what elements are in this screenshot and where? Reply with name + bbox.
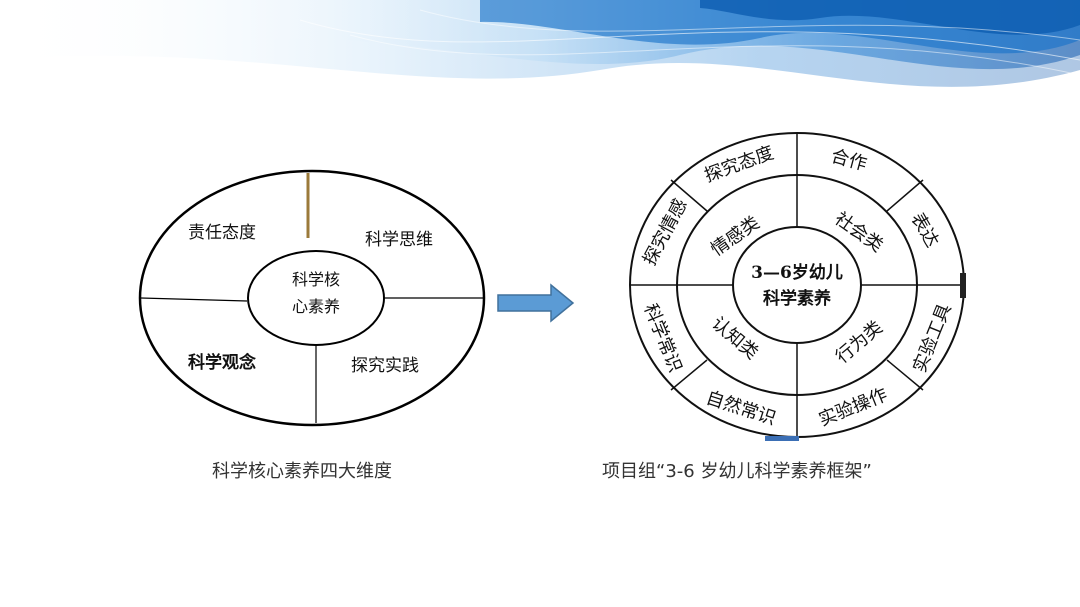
framework-diagram: 3—6岁幼儿 科学素养 情感类 社会类 认知类 行为类 探究态度 合作 表达 实… <box>629 132 966 441</box>
framework-center-line2: 科学素养 <box>763 288 832 309</box>
header-wave-decoration <box>0 0 1080 87</box>
outer-divider-8 <box>886 359 924 391</box>
center-ellipse <box>247 250 385 346</box>
quadrant-label-thinking: 科学思维 <box>365 230 433 250</box>
edge-mark-bottom <box>765 436 799 441</box>
outer-divider-7 <box>670 359 708 391</box>
center-label-line2: 心素养 <box>292 297 340 316</box>
core-literacy-diagram: 科学核 心素养 责任态度 科学思维 科学观念 探究实践 <box>138 169 486 427</box>
framework-diagram-image: 3—6岁幼儿 科学素养 情感类 社会类 认知类 行为类 探究态度 合作 表达 实… <box>607 108 980 443</box>
quadrant-label-responsibility: 责任态度 <box>188 223 256 243</box>
left-caption: 科学核心素养四大维度 <box>212 461 392 482</box>
quadrant-label-concept: 科学观念 <box>188 352 256 373</box>
edge-mark-right <box>960 273 966 298</box>
quadrant-label-practice: 探究实践 <box>351 356 419 376</box>
arrow-right-icon <box>497 283 575 323</box>
framework-center-line1: 3—6岁幼儿 <box>751 262 843 283</box>
outer-divider-6 <box>886 179 924 212</box>
center-label-line1: 科学核 <box>292 270 340 289</box>
outer-divider-5 <box>670 179 708 212</box>
divider-left <box>140 297 248 302</box>
right-caption: 项目组“3-6 岁幼儿科学素养框架” <box>602 461 872 482</box>
